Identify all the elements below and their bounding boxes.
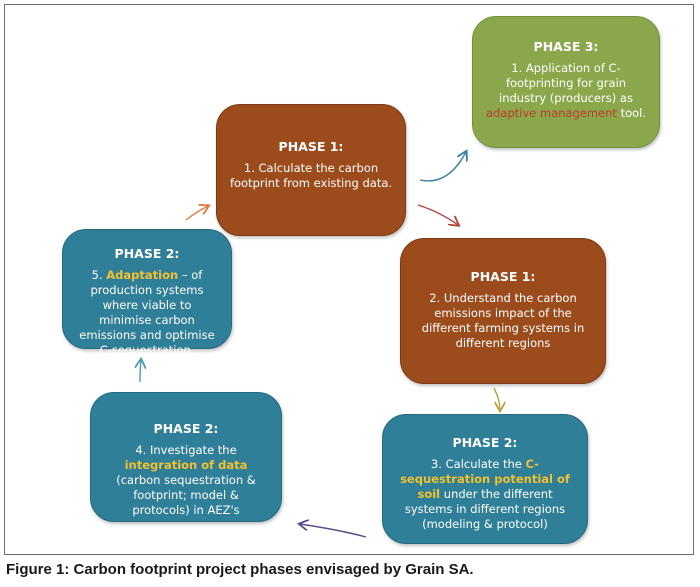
phase-highlight: Adaptation xyxy=(106,268,179,282)
phase-label: PHASE 3: xyxy=(533,39,599,54)
figure-caption: Figure 1: Carbon footprint project phase… xyxy=(6,561,474,578)
phase-text-b: (carbon sequestration & footprint; model… xyxy=(116,473,256,517)
arrow-p2integr-to-p2adapt xyxy=(140,360,141,383)
phase-text-a: 4. Investigate the xyxy=(135,443,237,457)
phase-text-a: 1. Application of C-footprinting for gra… xyxy=(499,61,633,105)
phase-text-b: under the different systems in different… xyxy=(404,487,566,531)
phase3-application-box: PHASE 3: 1. Application of C-footprintin… xyxy=(472,16,660,148)
phase-highlight: C-sequestration potential of soil xyxy=(400,457,570,501)
arrow-p1-to-p3 xyxy=(419,152,466,182)
phase-text-a: 3. Calculate the xyxy=(430,457,526,471)
phase-text-b: – of production systems where viable to … xyxy=(79,268,215,357)
phase-highlight: adaptive management xyxy=(485,106,617,120)
phase1-understand-box: PHASE 1: 2. Understand the carbon emissi… xyxy=(400,238,606,384)
phase1-calculate-box: PHASE 1: 1. Calculate the carbon footpri… xyxy=(216,104,406,236)
phase2-integration-box: PHASE 2: 4. Investigate the integration … xyxy=(90,392,282,522)
arrow-p1-to-p1b xyxy=(417,204,458,225)
phase-label: PHASE 2: xyxy=(114,246,180,261)
phase-label: PHASE 1: xyxy=(278,139,344,154)
arrow-p1b-to-p2seq xyxy=(493,387,500,410)
arrow-p2adapt-to-p1 xyxy=(185,206,208,221)
phase-text: 1. Calculate the carbon footprint from e… xyxy=(229,161,393,190)
phase-text-a: 5. xyxy=(91,268,107,282)
phase-text: 2. Understand the carbon emissions impac… xyxy=(421,291,585,350)
phase2-adaptation-box: PHASE 2: 5. Adaptation – of production s… xyxy=(62,229,232,357)
phase-text-b: tool. xyxy=(616,106,647,120)
phase2-sequestration-box: PHASE 2: 3. Calculate the C-sequestratio… xyxy=(382,414,588,544)
arrow-p2seq-to-p2integr xyxy=(300,524,367,538)
phase-label: PHASE 2: xyxy=(153,421,219,436)
phase-label: PHASE 2: xyxy=(452,435,518,450)
phase-highlight: integration of data xyxy=(124,458,248,472)
phase-label: PHASE 1: xyxy=(470,269,536,284)
